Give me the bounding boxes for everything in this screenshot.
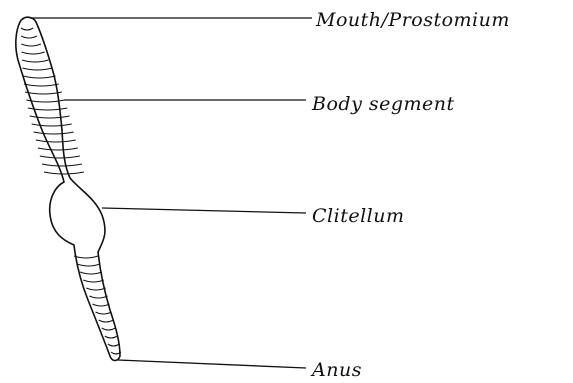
label-mouth: Mouth/Prostomium: [315, 9, 510, 31]
labels: Mouth/Prostomium Body segment Clitellum …: [310, 9, 510, 381]
earthworm-body: [16, 17, 121, 360]
leader-anus: [118, 360, 306, 368]
worm-outline: [16, 17, 120, 360]
label-body-segment: Body segment: [311, 93, 455, 115]
leader-clitellum: [102, 208, 306, 213]
label-anus: Anus: [310, 359, 362, 381]
label-clitellum: Clitellum: [312, 205, 404, 227]
